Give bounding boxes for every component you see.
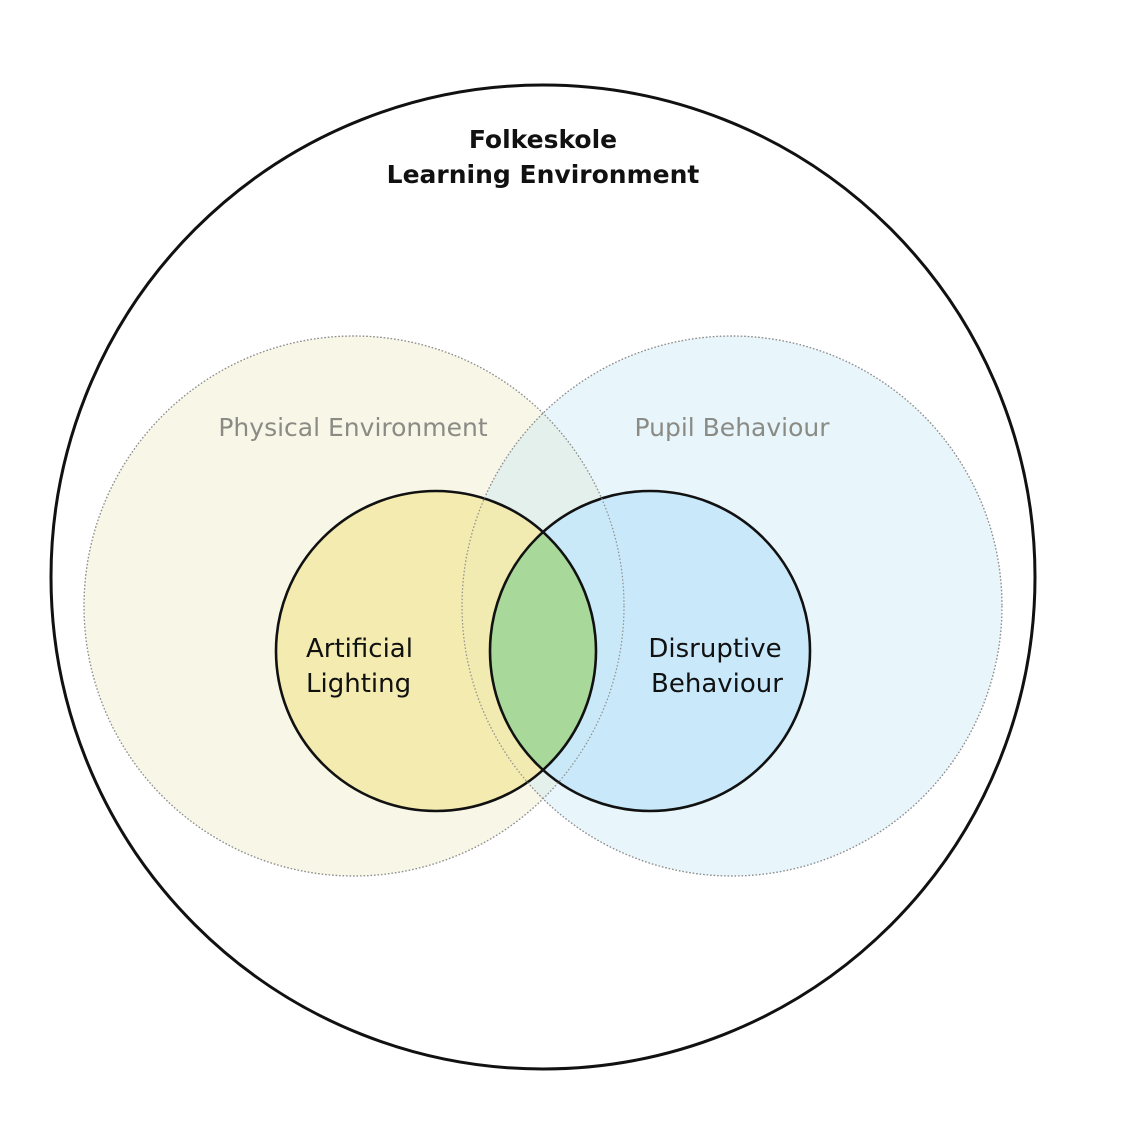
diagram-title-line-1: Folkeskole: [469, 125, 617, 154]
artificial-lighting-disruptive-overlap: [490, 491, 596, 811]
disruptive-behaviour-label-line-2: Behaviour: [651, 669, 783, 699]
disruptive-behaviour-outline: [488, 489, 812, 813]
physical-environment-label: Physical Environment: [218, 413, 487, 442]
pupil-behaviour-label: Pupil Behaviour: [634, 413, 830, 442]
pupil-behaviour-dotted-outline: [461, 335, 1003, 877]
physical-environment-dotted-outline: [83, 335, 625, 877]
diagram-title-line-2: Learning Environment: [387, 160, 700, 189]
artificial-lighting-label-line-1: Artificial: [306, 634, 413, 664]
disruptive-behaviour-label-line-1: Disruptive: [648, 634, 781, 664]
artificial-lighting-outline: [274, 489, 598, 813]
artificial-lighting-label-line-2: Lighting: [306, 669, 411, 699]
